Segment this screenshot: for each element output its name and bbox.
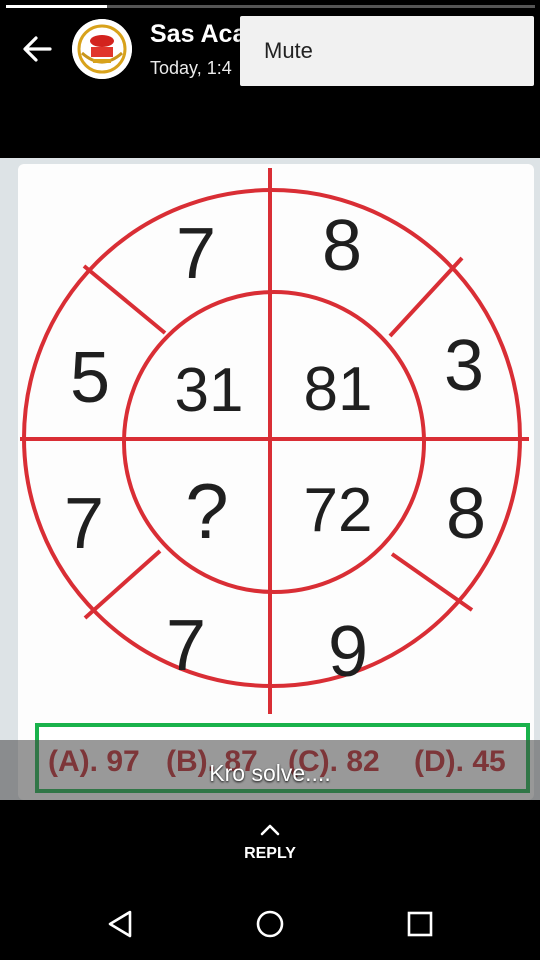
back-button[interactable] bbox=[16, 28, 58, 70]
caption-overlay bbox=[0, 740, 540, 800]
nav-home-icon bbox=[256, 910, 284, 938]
outer-number: 8 bbox=[322, 206, 362, 286]
avatar[interactable] bbox=[72, 19, 132, 79]
outer-number: 3 bbox=[444, 326, 484, 406]
overflow-menu: Mute bbox=[240, 16, 534, 86]
outer-number: 7 bbox=[176, 214, 216, 294]
nav-back-icon bbox=[108, 910, 132, 938]
reply-button[interactable]: REPLY bbox=[220, 822, 320, 872]
menu-item-mute[interactable]: Mute bbox=[264, 38, 313, 63]
system-nav-bar bbox=[0, 886, 540, 960]
outer-number: 7 bbox=[166, 606, 206, 686]
nav-home-button[interactable] bbox=[250, 904, 290, 944]
timestamp: Today, 1:4 bbox=[150, 58, 232, 78]
inner-number: 31 bbox=[175, 356, 244, 425]
chevron-up-icon bbox=[260, 824, 280, 836]
inner-number: 81 bbox=[304, 355, 373, 424]
academy-logo-icon bbox=[72, 19, 132, 79]
outer-number: 8 bbox=[446, 474, 486, 554]
nav-back-button[interactable] bbox=[100, 904, 140, 944]
outer-number: 5 bbox=[70, 338, 110, 418]
status-caption: Kro solve.... bbox=[209, 760, 331, 786]
reply-label: REPLY bbox=[244, 845, 296, 862]
nav-recents-icon bbox=[407, 911, 433, 937]
chat-title: Sas Aca bbox=[150, 20, 247, 48]
story-progress-fill bbox=[6, 5, 107, 8]
nav-recents-button[interactable] bbox=[400, 904, 440, 944]
arrow-left-icon bbox=[23, 36, 52, 62]
outer-number: 9 bbox=[328, 612, 368, 692]
inner-number: 72 bbox=[304, 476, 373, 545]
outer-number: 7 bbox=[64, 484, 104, 564]
unknown-number: ? bbox=[185, 467, 228, 555]
story-progress-bar bbox=[6, 5, 535, 8]
